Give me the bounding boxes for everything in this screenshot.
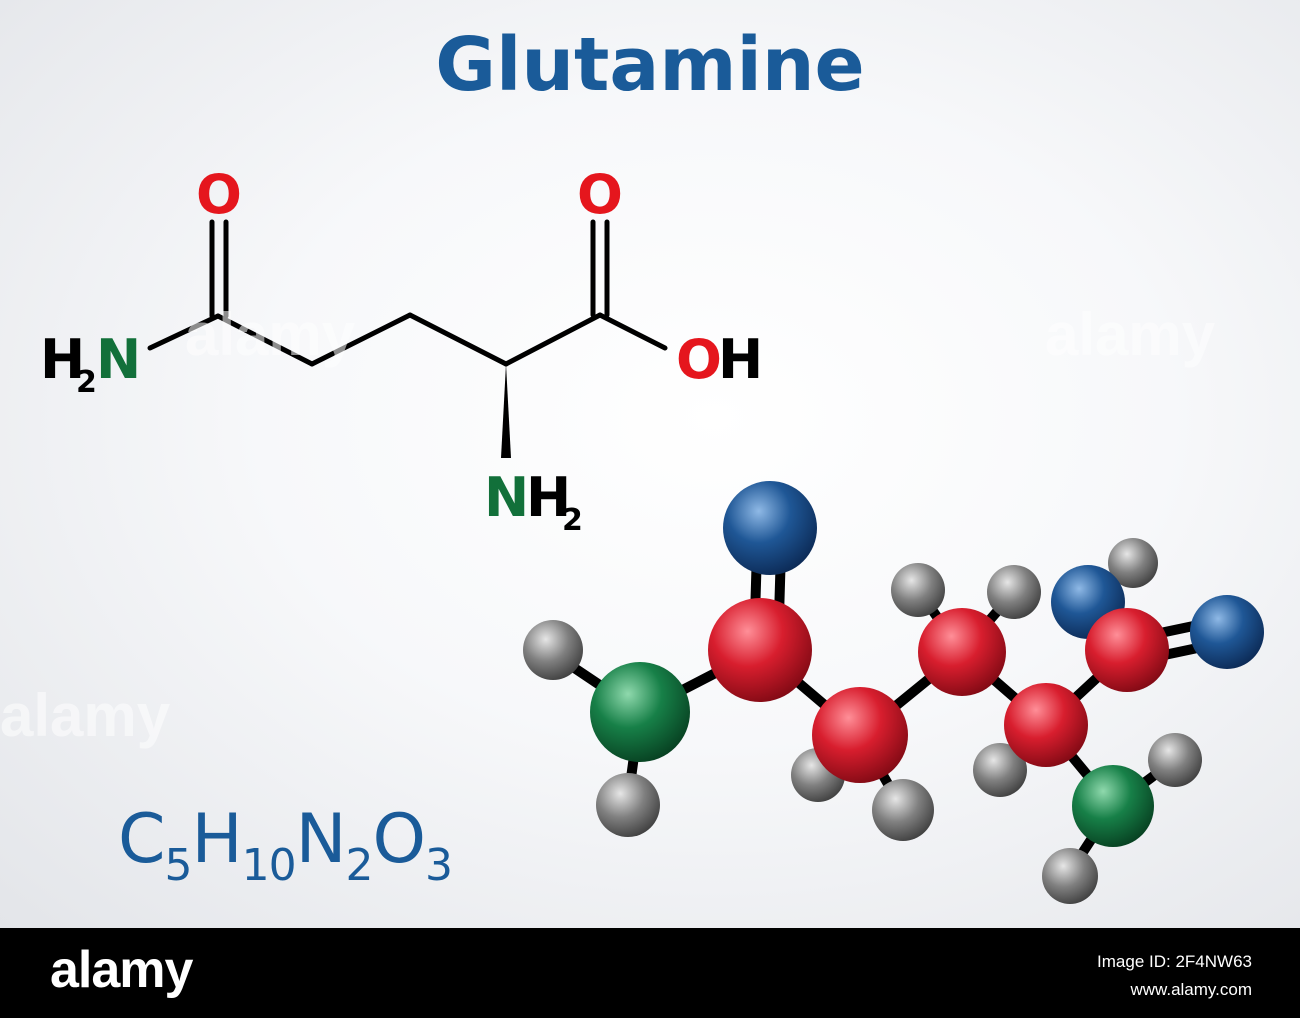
carbon-atom-5 [1085,608,1169,692]
bond-c2-c3 [309,312,413,367]
nitrogen-atom-amine [1072,765,1154,847]
formula-carbon: C [118,800,165,879]
site-link[interactable]: www.alamy.com [1130,980,1252,999]
bond-c5-oh [597,312,668,351]
skeletal-bonds [147,219,668,367]
image-id-label: Image ID: 2F4NW63 [1097,952,1252,971]
nitrogen-atom-amide [590,662,690,762]
formula-nitrogen: N [295,800,347,879]
hydrogen-atom-c3a [891,563,945,617]
page-title: Glutamine [435,22,865,108]
watermark-layer: alamy alamy alamy [0,301,1216,749]
bond-c1-c2 [215,313,315,367]
bond-n-c1 [147,313,221,351]
hydrogen-atom-c2b [872,779,934,841]
hydrogen-atom-n2b [1042,848,1098,904]
watermark-center: alamy [185,301,356,368]
formula-nitrogen-count: 2 [345,840,374,891]
carbon-atom-1 [708,598,812,702]
amide-h-label: H [40,328,85,391]
carbon-atom-4 [1004,683,1088,767]
carbon-atom-2 [812,687,908,783]
watermark-left: alamy [0,682,171,749]
hydrogen-atom-o2 [1108,538,1158,588]
oxygen-atom-amide [723,481,817,575]
hydrogen-atom-c3b [987,565,1041,619]
amide-oxygen-label: O [196,163,242,226]
wedge-bond [501,364,511,458]
formula-carbon-count: 5 [164,840,192,891]
amide-h-subscript: 2 [76,365,97,400]
formula-oxygen-count: 3 [425,840,453,891]
amine-n-label: N [484,466,529,529]
carbon-atom-3 [918,608,1006,696]
molecular-formula: C5H10N2O3 [118,800,453,891]
formula-oxygen: O [372,800,427,879]
watermark-right: alamy [1045,301,1216,368]
brand-logo[interactable]: alamy [50,941,193,999]
amide-n-label: N [96,328,141,391]
molecule-diagram: O O H 2 N O H N H 2 [0,163,1264,904]
formula-hydrogen-count: 10 [241,840,297,891]
acid-oxygen-label: O [577,163,623,226]
bond-c4-c5 [503,312,603,367]
footer-bar: alamy Image ID: 2F4NW63 www.alamy.com [0,928,1300,1018]
hydroxyl-h-label: H [718,328,763,391]
formula-hydrogen: H [191,800,242,879]
diagram-canvas: Glutamine [0,0,1300,928]
bond-c3-c4 [407,312,509,367]
ball-stick-atoms [523,481,1264,904]
hydrogen-atom-n1a [523,620,583,680]
footer-info: Image ID: 2F4NW63 www.alamy.com [1097,948,1252,1004]
amine-h-label: H [526,466,571,529]
oxygen-atom-carbonyl [1190,595,1264,669]
hydroxyl-o-label: O [676,328,722,391]
hydrogen-atom-c4 [973,743,1027,797]
hydrogen-atom-n2a [1148,733,1202,787]
hydrogen-atom-n1b [596,773,660,837]
amine-h-subscript: 2 [562,503,583,538]
